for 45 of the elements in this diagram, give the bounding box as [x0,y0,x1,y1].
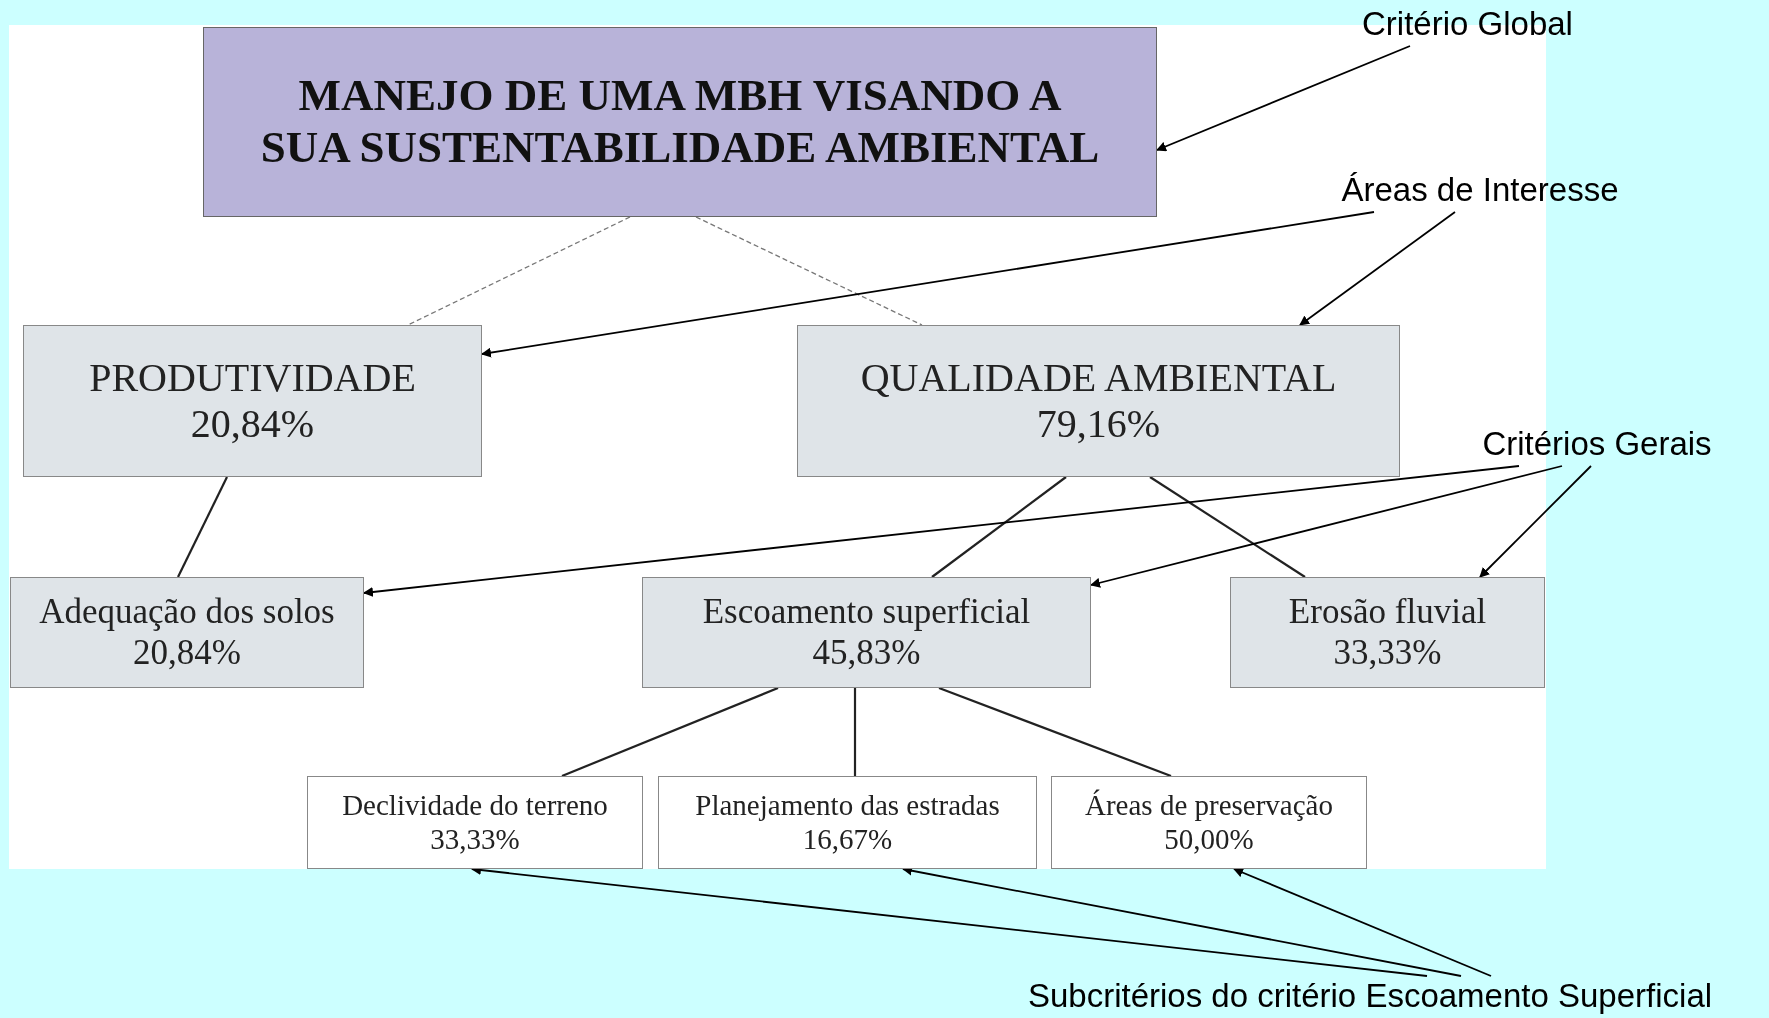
connector-line [853,688,857,776]
annotation-text: Critério Global [1362,5,1573,43]
node-title: PRODUTIVIDADE [89,355,416,401]
arrow [1299,211,1456,326]
arrow [1233,867,1492,977]
annotation-text: Subcritérios do critério Escoamento Superficial [1027,977,1713,1015]
subcriterion-box [1051,776,1367,869]
percentage-value: 79,16% [1036,401,1161,447]
percentage-value: 20,84% [133,632,241,673]
node-title: Adequação dos solos [39,592,335,633]
subcriterion-box [658,776,1037,869]
arrow [1090,465,1563,588]
annotation-text: Critérios Gerais [1482,425,1712,463]
connector-line [695,216,923,326]
percentage-value: 33,33% [1333,632,1442,673]
node-title: MANEJO DE UMA MBH VISANDO A SUA SUSTENTABILIDADE AMBIENTAL [259,70,1101,174]
node-title: Áreas de preservação [1085,789,1333,823]
node-title: QUALIDADE AMBIENTAL [860,355,1337,401]
arrow [481,211,1375,358]
title-box [203,27,1157,217]
criterion-box [797,325,1400,477]
percentage-value: 45,83% [812,632,921,673]
node-title: Planejamento das estradas [695,789,1000,823]
percentage-value: 20,84% [190,401,315,447]
subcriterion-box [307,776,643,869]
connector-line [177,476,228,578]
criterion-box [23,325,482,477]
node-title: Declividade do terreno [342,789,608,823]
percentage-value: 33,33% [430,822,520,856]
connector-line [407,216,631,326]
connector-line [931,476,1067,578]
node-title: Erosão fluvial [1288,592,1487,633]
arrow [1156,45,1411,152]
criterion-box [10,577,364,688]
connector-line [561,687,779,777]
percentage-value: 50,00% [1164,822,1254,856]
criterion-box [642,577,1091,688]
arrow [363,465,1520,597]
arrow [1479,465,1592,578]
criterion-box [1230,577,1545,688]
connector-line [938,686,1172,778]
node-title: Escoamento superficial [702,592,1031,633]
percentage-value: 16,67% [802,822,893,856]
connector-line [1149,476,1306,578]
annotation-text: Áreas de Interesse [1341,171,1619,209]
